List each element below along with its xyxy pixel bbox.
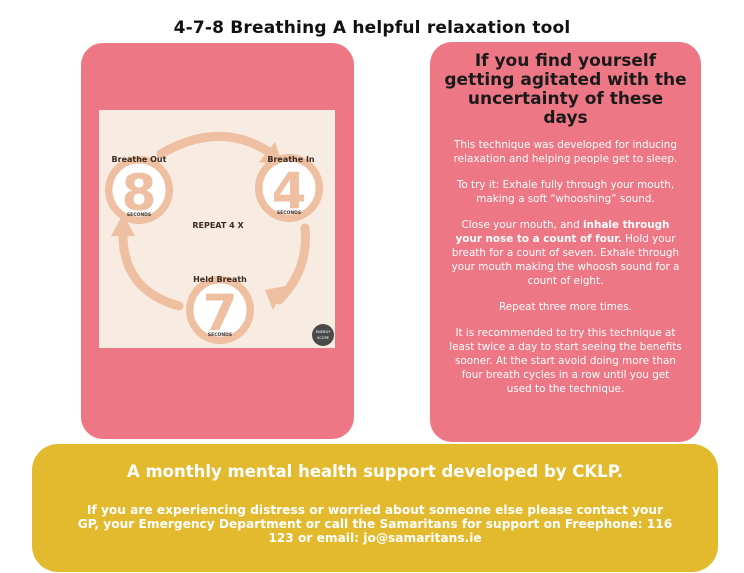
energy-scope-logo: ENERGY SCOPE [312,324,334,346]
repeat-text: Repeat three more times. [498,301,633,313]
try-it-text: To try it: Exhale fully through your mou… [456,179,675,205]
breathing-diagram: Breathe Out 8 SECONDS Breathe In 4 SECON… [99,110,335,348]
label-breathe-in: Breathe In [267,155,315,164]
number-8: 8 [122,164,157,222]
intro-text: This technique was developed for inducin… [453,139,678,165]
arrow-left [118,225,184,311]
label-held-breath: Held Breath [193,275,247,284]
number-7: 7 [203,284,238,342]
info-heading: If you find yourself getting agitated wi… [444,51,687,128]
instructions-text: Close your mouth, and inhale through you… [451,219,680,287]
instructions-bold: inhale through your nose to a count of f… [455,219,670,245]
banner-headline: A monthly mental health support develope… [126,462,624,481]
svg-text:SCOPE: SCOPE [317,336,330,340]
info-body: This technique was developed for inducin… [448,138,683,396]
arrow-top [156,132,274,159]
unit-4: SECONDS [277,210,301,216]
arrow-left-head [111,214,135,236]
info-card: If you find yourself getting agitated wi… [430,42,701,442]
arrow-right-head [265,286,285,310]
arrow-right [274,223,310,305]
recommend-text: It is recommended to try this technique … [449,327,682,395]
support-banner: A monthly mental health support develope… [32,444,718,572]
page-title: 4-7-8 Breathing A helpful relaxation too… [173,18,571,38]
unit-8: SECONDS [127,212,151,218]
repeat-label: REPEAT 4 X [192,221,244,230]
number-4: 4 [272,162,307,220]
unit-7: SECONDS [208,332,232,338]
svg-text:ENERGY: ENERGY [316,330,331,334]
banner-contact: If you are experiencing distress or worr… [77,503,673,545]
label-breathe-out: Breathe Out [112,155,167,164]
